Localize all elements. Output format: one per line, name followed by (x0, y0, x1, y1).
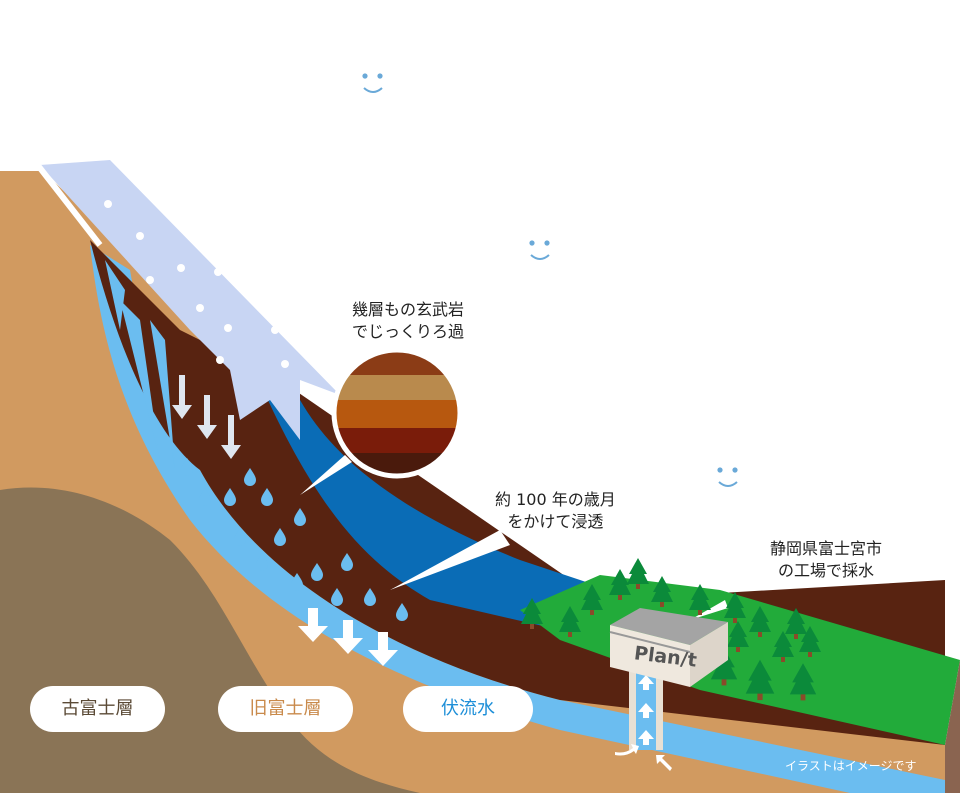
snow-slope (40, 160, 340, 440)
infiltration-label: 約 100 年の歳月 をかけて浸透 (495, 489, 616, 533)
factory-line-1: 静岡県富士宮市 (770, 539, 883, 558)
infiltration-arrows (172, 375, 398, 666)
filtration-line-1: 幾層もの玄武岩 (352, 300, 465, 319)
underground-water-label: 伏流水 (403, 686, 533, 732)
old-fuji-layer-label: 古富士層 (30, 686, 165, 732)
filtration-line-2: でじっくりろ過 (352, 322, 465, 341)
disclaimer: イラストはイメージです (785, 759, 917, 773)
infiltration-line-2: をかけて浸透 (507, 512, 604, 531)
filtration-label: 幾層もの玄武岩 でじっくりろ過 (352, 299, 464, 343)
factory-line-2: の工場で採水 (778, 561, 875, 580)
infiltration-line-1: 約 100 年の歳月 (495, 490, 616, 509)
factory-label: 静岡県富士宮市 の工場で採水 (770, 538, 882, 582)
smiley-icons (362, 73, 738, 487)
water-droplets (181, 458, 408, 621)
plant-building (609, 608, 728, 687)
side-face (945, 660, 960, 793)
new-fuji-layer-label: 旧富士層 (218, 686, 353, 732)
infiltration-callout (390, 530, 510, 590)
